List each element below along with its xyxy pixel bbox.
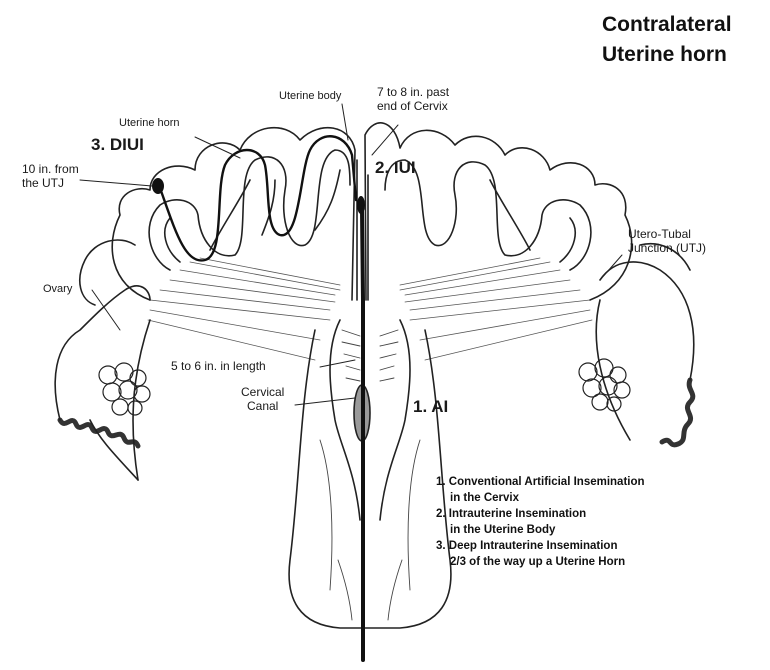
label-from-utj: 10 in. from the UTJ bbox=[22, 162, 79, 190]
legend-item2-line2: in the Uterine Body bbox=[436, 522, 645, 538]
cervical-folds bbox=[320, 330, 420, 620]
label-past-cervix-line1: 7 to 8 in. past bbox=[377, 85, 449, 99]
diagram-title: Contralateral Uterine horn bbox=[602, 10, 732, 70]
title-line1: Contralateral bbox=[602, 10, 732, 40]
left-ligament bbox=[148, 258, 340, 360]
leader-lines bbox=[80, 104, 622, 405]
label-cervical-canal-line2: Canal bbox=[241, 399, 284, 413]
left-ovary bbox=[99, 363, 150, 415]
diui-marker bbox=[152, 178, 164, 194]
label-cervical-canal: Cervical Canal bbox=[241, 385, 284, 413]
label-utero-tubal-line1: Utero-Tubal bbox=[628, 227, 706, 241]
label-length: 5 to 6 in. in length bbox=[171, 360, 266, 373]
left-tube bbox=[60, 420, 138, 446]
label-iui: 2. IUI bbox=[375, 158, 416, 178]
label-uterine-horn: Uterine horn bbox=[119, 117, 180, 130]
legend: 1. Conventional Artificial Insemination … bbox=[436, 474, 645, 570]
label-ai: 1. AI bbox=[413, 397, 448, 417]
catheter-horn bbox=[160, 136, 356, 260]
label-past-cervix: 7 to 8 in. past end of Cervix bbox=[377, 85, 449, 113]
legend-item3-line2: 2/3 of the way up a Uterine Horn bbox=[436, 554, 645, 570]
label-utero-tubal: Utero-Tubal Junction (UTJ) bbox=[628, 227, 706, 255]
label-past-cervix-line2: end of Cervix bbox=[377, 99, 449, 113]
legend-item2-line1: 2. Intrauterine Insemination bbox=[436, 506, 645, 522]
title-line2: Uterine horn bbox=[602, 40, 732, 70]
label-from-utj-line2: the UTJ bbox=[22, 176, 79, 190]
legend-item1-line1: 1. Conventional Artificial Insemination bbox=[436, 474, 645, 490]
catheter bbox=[362, 210, 363, 660]
label-cervical-canal-line1: Cervical bbox=[241, 385, 284, 399]
label-diui: 3. DIUI bbox=[91, 135, 144, 155]
label-ovary: Ovary bbox=[43, 283, 72, 296]
legend-item1-line2: in the Cervix bbox=[436, 490, 645, 506]
label-from-utj-line1: 10 in. from bbox=[22, 162, 79, 176]
legend-item3-line1: 3. Deep Intrauterine Insemination bbox=[436, 538, 645, 554]
right-tube bbox=[662, 380, 693, 445]
right-ligament bbox=[400, 258, 592, 360]
label-utero-tubal-line2: Junction (UTJ) bbox=[628, 241, 706, 255]
uterine-body-outline bbox=[289, 330, 451, 628]
label-uterine-body: Uterine body bbox=[279, 90, 341, 103]
